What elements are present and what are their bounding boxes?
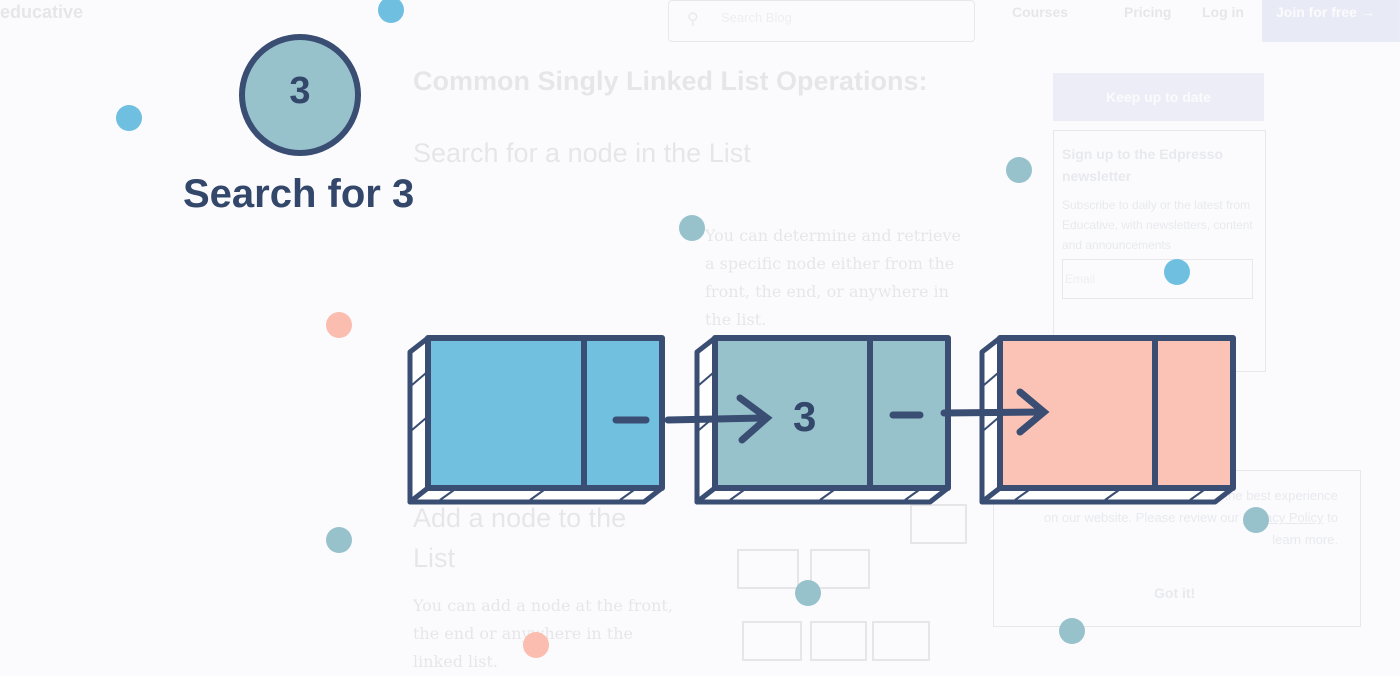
cookie-text-end: to learn more. xyxy=(1272,510,1338,547)
list-node-1 xyxy=(407,335,665,505)
section-paragraph-search: You can determine and retrieve a specifi… xyxy=(705,226,961,329)
decor-dot xyxy=(1059,618,1085,644)
search-icon: ⚲ xyxy=(687,11,699,28)
nav-courses[interactable]: Courses xyxy=(1012,4,1069,20)
newsletter-title: Sign up to the Edpresso newsletter xyxy=(1062,146,1224,184)
decor-dot xyxy=(1243,507,1269,533)
decor-dot xyxy=(378,0,404,23)
background-diagram xyxy=(737,504,967,661)
decor-dot xyxy=(326,312,352,338)
educative-logo[interactable]: educative xyxy=(0,2,84,22)
decor-dot xyxy=(1006,157,1032,183)
join-for-free-button[interactable]: Join for free → xyxy=(1262,0,1400,42)
step-badge xyxy=(239,34,361,156)
step-number: 3 xyxy=(289,70,311,112)
section-heading-search: Search for a node in the List xyxy=(413,138,751,168)
pointer-arrow-2 xyxy=(889,388,1050,436)
search-input[interactable] xyxy=(719,9,943,26)
pointer-arrow-1 xyxy=(612,394,773,444)
newsletter-card: Sign up to the Edpresso newsletter Subsc… xyxy=(1053,130,1266,372)
nav-login[interactable]: Log in xyxy=(1202,4,1244,20)
list-node-3 xyxy=(979,335,1236,505)
decor-dot xyxy=(116,105,142,131)
newsletter-description: Subscribe to daily or the latest from Ed… xyxy=(1062,198,1253,252)
cookie-accept-button[interactable]: Got it! xyxy=(1154,585,1196,601)
decor-dot xyxy=(679,215,705,241)
section-heading-add: Add a node to the List xyxy=(413,503,627,573)
search-box[interactable]: ⚲ xyxy=(668,0,975,42)
step-label: Search for 3 xyxy=(183,172,415,216)
article-heading: Common Singly Linked List Operations: xyxy=(413,66,928,96)
decor-dot xyxy=(1164,259,1190,285)
nav-pricing[interactable]: Pricing xyxy=(1124,4,1172,20)
decor-dot xyxy=(326,527,352,553)
keep-up-to-date-button[interactable]: Keep up to date xyxy=(1053,73,1264,121)
section-paragraph-add: You can add a node at the front, the end… xyxy=(413,596,673,671)
top-navigation: educative ⚲ Courses Pricing Log in Join … xyxy=(0,0,1400,42)
decor-dot xyxy=(795,580,821,606)
decor-dot xyxy=(523,632,549,658)
node-2-value: 3 xyxy=(793,393,817,440)
email-field[interactable] xyxy=(1062,259,1253,299)
